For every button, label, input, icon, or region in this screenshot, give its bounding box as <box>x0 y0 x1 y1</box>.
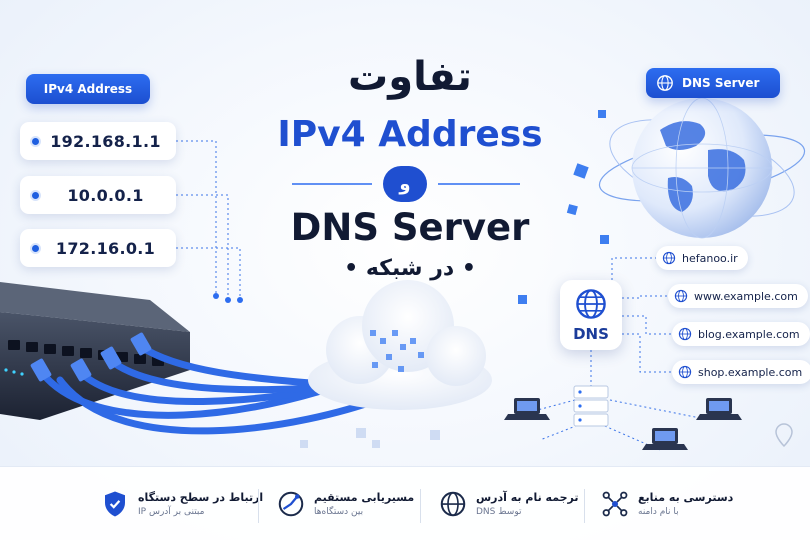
domain-pill: blog.example.com <box>672 322 810 346</box>
title-ipv4-address: IPv4 Address <box>277 114 543 155</box>
ip-address-value: 192.168.1.1 <box>50 131 161 151</box>
ip-connector-lines <box>176 140 241 300</box>
domain-label: blog.example.com <box>698 327 800 341</box>
feature-title: ترجمه نام به آدرس <box>476 491 579 504</box>
shield-icon <box>105 491 125 517</box>
dns-server-header: DNS Server <box>646 68 780 98</box>
globe-icon <box>440 491 466 517</box>
ip-card-2: 10.0.0.1 <box>20 176 176 214</box>
globe-illustration <box>598 97 806 239</box>
feature-subtitle: با نام دامنه <box>638 507 679 517</box>
domain-label: shop.example.com <box>698 365 803 379</box>
feature-title: دسترسی به منابع <box>638 491 734 504</box>
dns-box-label: DNS <box>573 325 609 343</box>
ip-card-3: 172.16.0.1 <box>20 229 176 267</box>
domain-pill: shop.example.com <box>672 360 810 384</box>
feature-device-level: ارتباط در سطح دستگاه مبتنی بر آدرس IP <box>100 481 263 527</box>
globe-icon <box>657 75 673 91</box>
ip-card-1: 192.168.1.1 <box>20 122 176 160</box>
title-and-badge: و <box>383 166 427 202</box>
globe-icon <box>674 289 688 303</box>
globe-icon <box>576 289 606 319</box>
feature-subtitle: مبتنی بر آدرس IP <box>138 507 205 517</box>
ipv4-address-header: IPv4 Address <box>26 74 150 104</box>
dns-header-label: DNS Server <box>682 76 760 90</box>
divider <box>258 489 259 523</box>
divider <box>584 489 585 523</box>
feature-title: مسیریابی مستقیم <box>314 491 415 504</box>
cloud-shape <box>308 280 492 410</box>
bullet-dot-icon <box>32 137 39 145</box>
domain-pill: www.example.com <box>668 284 808 308</box>
server-stack <box>573 385 609 427</box>
route-icon <box>278 491 304 517</box>
domain-pill: hefanoo.ir <box>656 246 748 270</box>
title-difference: تفاوت <box>348 54 472 100</box>
dns-server-box: DNS <box>560 280 622 350</box>
title-dns-server: DNS Server <box>290 206 530 249</box>
globe-icon <box>662 251 676 265</box>
feature-title: ارتباط در سطح دستگاه <box>138 491 264 504</box>
feature-direct-routing: مسیریابی مستقیم بین دستگاه‌ها <box>276 481 414 527</box>
feature-subtitle: بین دستگاه‌ها <box>314 507 364 517</box>
globe-icon <box>678 327 692 341</box>
divider <box>420 489 421 523</box>
ip-address-value: 172.16.0.1 <box>55 238 156 258</box>
title-and-label: و <box>399 173 411 195</box>
bullet-dot-icon <box>32 244 39 252</box>
title-in-network: • در شبکه • <box>344 256 476 281</box>
laptop-icons <box>504 398 742 450</box>
ipv4-header-label: IPv4 Address <box>43 82 133 96</box>
domain-label: hefanoo.ir <box>682 251 738 265</box>
domain-label: www.example.com <box>694 289 798 303</box>
feature-resource-access: دسترسی به منابع با نام دامنه <box>600 481 733 527</box>
features-bar: ارتباط در سطح دستگاه مبتنی بر آدرس IP مس… <box>0 466 810 540</box>
feature-name-translation: ترجمه نام به آدرس توسط DNS <box>438 481 579 527</box>
network-icon <box>602 491 628 517</box>
bullet-dot-icon <box>32 191 39 199</box>
globe-icon <box>678 365 692 379</box>
feature-subtitle: توسط DNS <box>476 507 522 517</box>
ip-address-value: 10.0.0.1 <box>67 185 144 205</box>
network-illustration <box>0 97 806 451</box>
